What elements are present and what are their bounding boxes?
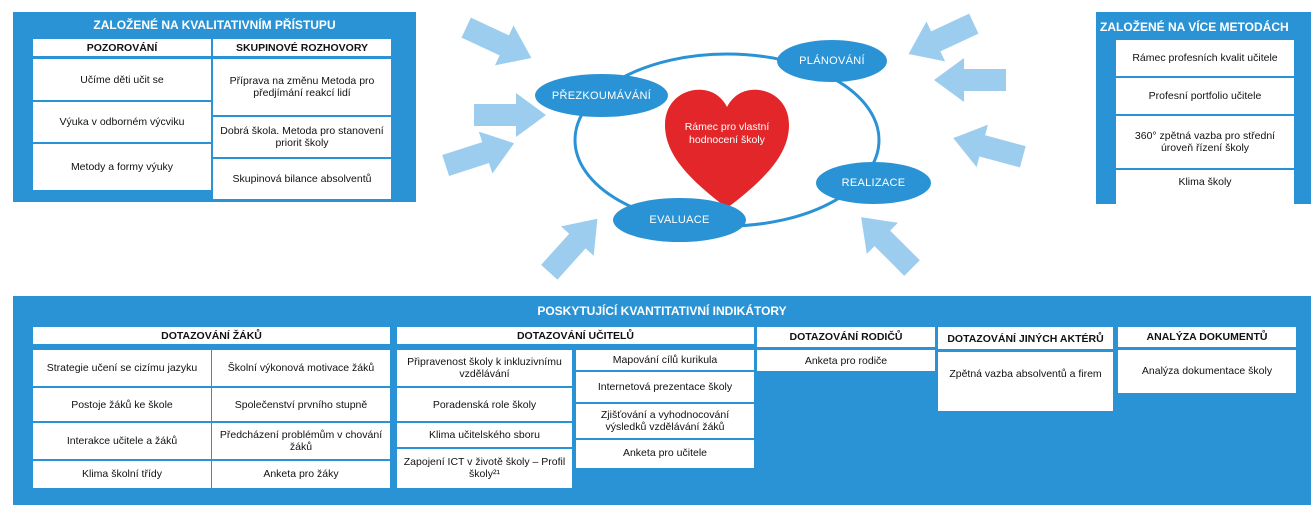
list-item: Učíme děti učit se (33, 59, 211, 102)
list-item: Internetová prezentace školy (576, 372, 754, 404)
observation-header: POZOROVÁNÍ (33, 39, 211, 59)
heart-shape (665, 89, 789, 208)
qualitative-title: ZALOŽENÉ NA KVALITATIVNÍM PŘÍSTUPU (93, 18, 336, 32)
list-item: Zjišťování a vyhodnocování výsledků vzdě… (576, 404, 754, 440)
quantitative-title: POSKYTUJÍCÍ KVANTITATIVNÍ INDIKÁTORY (537, 304, 787, 318)
other-actors-column: DOTAZOVÁNÍ JINÝCH AKTÉRŮ Zpětná vazba ab… (938, 327, 1113, 411)
multi-method-title: ZALOŽENÉ NA VÍCE METODÁCH (1100, 20, 1289, 34)
group-interviews-column: SKUPINOVÉ ROZHOVORY Příprava na změnu Me… (213, 39, 391, 199)
other-actors-header: DOTAZOVÁNÍ JINÝCH AKTÉRŮ (938, 327, 1113, 352)
group-interviews-header: SKUPINOVÉ ROZHOVORY (213, 39, 391, 59)
teachers-header-box: DOTAZOVÁNÍ UČITELŮ (397, 327, 754, 347)
list-item: Klima školy (1178, 176, 1232, 188)
list-item: Profesní portfolio učitele (1116, 78, 1294, 116)
list-item: Strategie učení se cizímu jazyku (33, 350, 211, 388)
list-item: Rámec profesních kvalit učitele (1116, 40, 1294, 78)
pupils-left-column: Strategie učení se cizímu jazyku Postoje… (33, 350, 211, 488)
list-item: Předcházení problémům v chování žáků (212, 423, 390, 461)
list-item: Skupinová bilance absolventů (232, 173, 372, 185)
pupils-header-box: DOTAZOVÁNÍ ŽÁKŮ (33, 327, 390, 347)
list-item: Anketa pro učitele (622, 447, 708, 459)
pupils-header: DOTAZOVÁNÍ ŽÁKŮ (33, 327, 390, 347)
list-item: Anketa pro žáky (263, 468, 339, 480)
parents-header: DOTAZOVÁNÍ RODIČŮ (757, 327, 935, 350)
documents-column: ANALÝZA DOKUMENTŮ Analýza dokumentace šk… (1118, 327, 1296, 393)
pupils-right-column: Školní výkonová motivace žáků Společenst… (212, 350, 390, 488)
qualitative-panel: ZALOŽENÉ NA KVALITATIVNÍM PŘÍSTUPU POZOR… (13, 12, 416, 202)
list-item: Anketa pro rodiče (804, 355, 888, 367)
list-item: Zpětná vazba absolventů a firem (949, 368, 1102, 380)
list-item: Mapování cílů kurikula (576, 350, 754, 372)
stage-planning: PLÁNOVÁNÍ (777, 40, 887, 82)
teachers-right-column: Mapování cílů kurikula Internetová preze… (576, 350, 754, 468)
multi-method-list: Rámec profesních kvalit učitele Profesní… (1116, 40, 1294, 206)
list-item: Poradenská role školy (397, 388, 572, 423)
list-item: Zapojení ICT v životě školy – Profil ško… (403, 456, 566, 480)
list-item: Analýza dokumentace školy (1141, 365, 1273, 377)
stage-implementation: REALIZACE (816, 162, 931, 204)
list-item: Připravenost školy k inkluzivnímu vzdělá… (397, 350, 572, 388)
multi-method-panel: ZALOŽENÉ NA VÍCE METODÁCH Rámec profesní… (1096, 12, 1311, 206)
list-item: Příprava na změnu Metoda pro předjímání … (213, 59, 391, 117)
observation-column: POZOROVÁNÍ Učíme děti učit se Výuka v od… (33, 39, 211, 190)
list-item: Školní výkonová motivace žáků (212, 350, 390, 388)
cycle-center-label: Rámec pro vlastní hodnocení školy (684, 121, 770, 146)
list-item: Výuka v odborném výcviku (33, 102, 211, 144)
quantitative-panel: POSKYTUJÍCÍ KVANTITATIVNÍ INDIKÁTORY DOT… (13, 296, 1311, 505)
list-item: 360° zpětná vazba pro střední úroveň říz… (1116, 116, 1294, 170)
list-item: Dobrá škola. Metoda pro stanovení priori… (213, 117, 391, 159)
parents-column: DOTAZOVÁNÍ RODIČŮ Anketa pro rodiče (757, 327, 935, 371)
list-item: Klima učitelského sboru (397, 423, 572, 449)
stage-evaluation: EVALUACE (613, 198, 746, 242)
list-item: Interakce učitele a žáků (33, 423, 211, 461)
list-item: Klima školní třídy (82, 468, 162, 480)
stage-review: PŘEZKOUMÁVÁNÍ (535, 74, 668, 117)
teachers-left-column: Připravenost školy k inkluzivnímu vzdělá… (397, 350, 572, 488)
list-item: Společenství prvního stupně (212, 388, 390, 423)
teachers-header: DOTAZOVÁNÍ UČITELŮ (397, 327, 754, 347)
list-item: Metody a formy výuky (70, 160, 174, 173)
documents-header: ANALÝZA DOKUMENTŮ (1118, 327, 1296, 350)
list-item: Postoje žáků ke škole (33, 388, 211, 423)
